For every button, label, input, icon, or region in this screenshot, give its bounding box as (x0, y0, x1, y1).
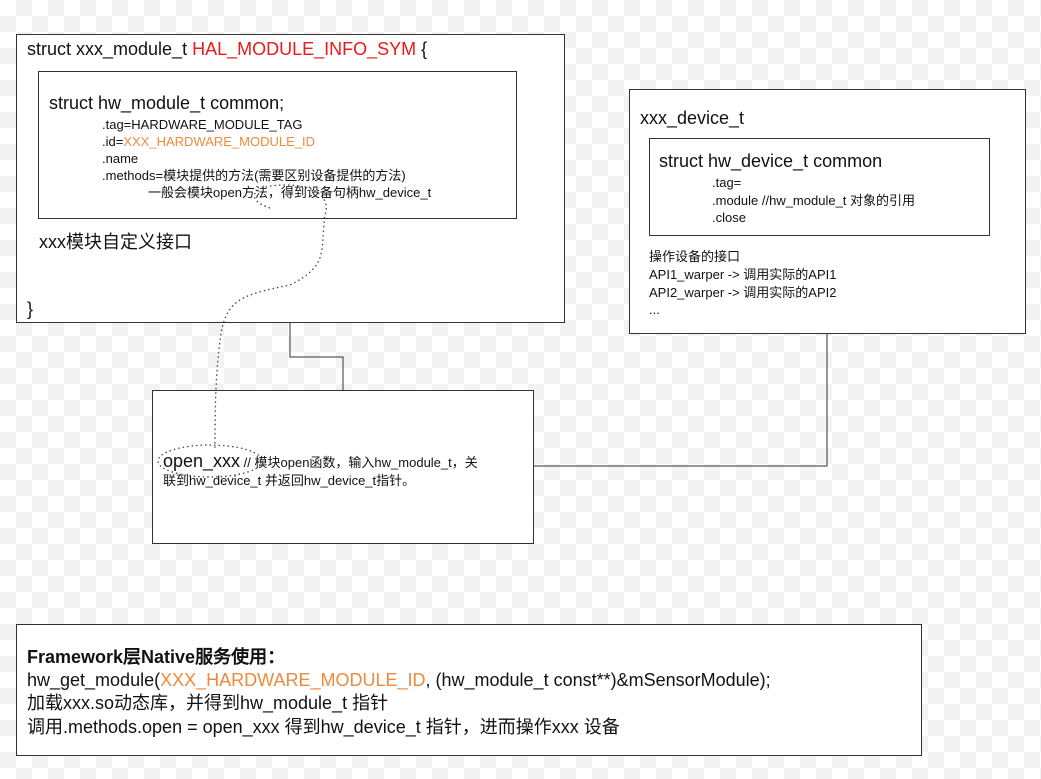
device-to-open-connector (534, 334, 828, 467)
open-function-line1: open_xxx // 模块open函数，输入hw_module_t，关 (163, 451, 478, 472)
framework-line-open: 调用.methods.open = open_xxx 得到hw_device_t… (27, 717, 620, 737)
hal-symbol: HAL_MODULE_INFO_SYM (192, 39, 417, 59)
hw-module-common-title: struct hw_module_t common; (49, 93, 285, 113)
open-function-comment: // 模块open函数，输入hw_module_t，关 (240, 455, 478, 470)
device-ops-title: 操作设备的接口 (649, 249, 741, 264)
device-op-more: ... (649, 302, 660, 317)
closing-brace: } (27, 299, 34, 319)
methods-to-open-dotted-link (214, 184, 327, 449)
hw-get-module-call: hw_get_module(XXX_HARDWARE_MODULE_ID, (h… (27, 668, 771, 692)
device-op-api2: API2_warper -> 调用实际的API2 (649, 285, 837, 300)
device-close-field: .close (712, 210, 746, 225)
methods-note: 一般会模块open方法，得到设备句柄hw_device_t (148, 185, 432, 200)
id-field: .id=XXX_HARDWARE_MODULE_ID (102, 133, 315, 150)
hw-device-common-box: struct hw_device_t common .tag= .module … (649, 138, 990, 236)
call-suffix: , (hw_module_t const**)&mSensorModule); (425, 670, 771, 690)
module-to-open-connector (289, 323, 344, 390)
framework-title: Framework层Native服务使用： (27, 647, 286, 667)
custom-interface-label: xxx模块自定义接口 (39, 232, 192, 252)
open-function-highlight (157, 444, 263, 478)
framework-line-load: 加载xxx.so动态库，并得到hw_module_t 指针 (27, 693, 389, 713)
title-suffix: { (416, 39, 428, 59)
open-function-name: open_xxx (163, 451, 241, 471)
tag-field: .tag=HARDWARE_MODULE_TAG (102, 117, 303, 132)
id-value: XXX_HARDWARE_MODULE_ID (123, 134, 316, 149)
device-op-api1: API1_warper -> 调用实际的API1 (649, 267, 837, 282)
id-prefix: .id= (102, 134, 124, 149)
call-prefix: hw_get_module( (27, 670, 161, 690)
hw-module-common-box: struct hw_module_t common; .tag=HARDWARE… (38, 71, 517, 219)
hw-device-common-title: struct hw_device_t common (659, 151, 883, 171)
module-struct-title: struct xxx_module_t HAL_MODULE_INFO_SYM … (27, 39, 427, 60)
title-prefix: struct xxx_module_t (27, 39, 193, 59)
device-tag-field: .tag= (712, 175, 742, 190)
methods-field: .methods=模块提供的方法(需要区别设备提供的方法) (102, 168, 406, 183)
device-struct-title: xxx_device_t (640, 108, 745, 128)
call-id: XXX_HARDWARE_MODULE_ID (160, 670, 426, 690)
framework-usage-box: Framework层Native服务使用： hw_get_module(XXX_… (16, 624, 922, 756)
device-module-field: .module //hw_module_t 对象的引用 (712, 193, 916, 208)
name-field: .name (102, 151, 139, 166)
